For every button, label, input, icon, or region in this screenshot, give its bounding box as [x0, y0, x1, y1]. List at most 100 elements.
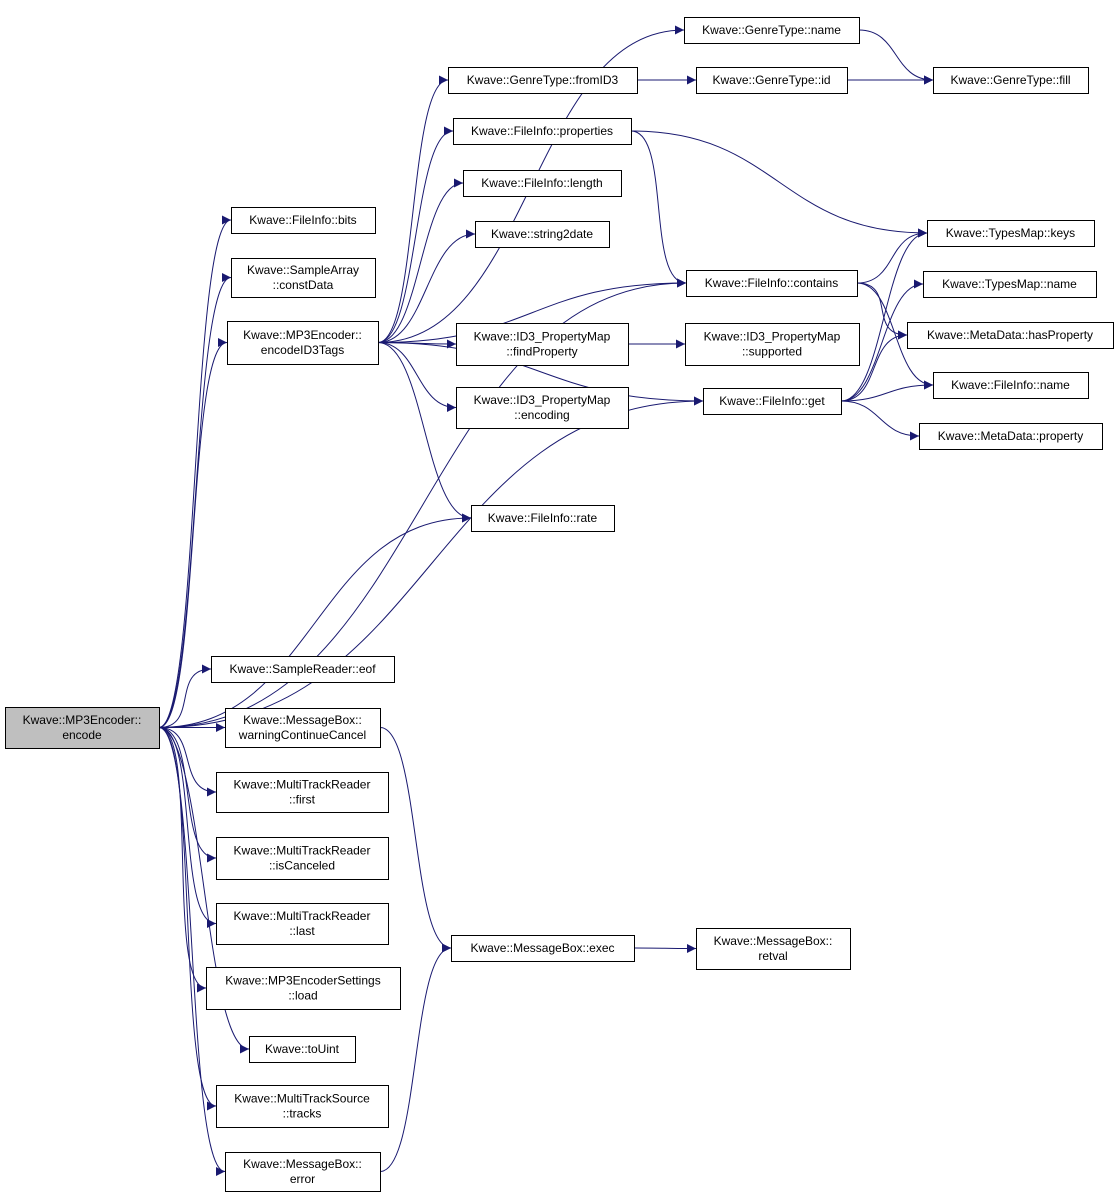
edge-properties-to-contains: [630, 130, 687, 288]
node-box: [923, 271, 1097, 298]
edge-encodeID3Tags-to-fromID3: [377, 75, 449, 343]
node-genreName[interactable]: Kwave::GenreType::name: [684, 17, 860, 44]
node-genreId[interactable]: Kwave::GenreType::id: [696, 67, 848, 94]
node-box: [206, 967, 401, 1010]
node-label: ::isCanceled: [269, 859, 335, 873]
node-typesName[interactable]: Kwave::TypesMap::name: [923, 271, 1097, 298]
node-label: Kwave::FileInfo::name: [951, 378, 1070, 392]
node-label: Kwave::TypesMap::keys: [946, 226, 1075, 240]
edge-get-to-hasProperty: [840, 330, 908, 402]
node-fromID3[interactable]: Kwave::GenreType::fromID3: [448, 67, 638, 94]
node-label: Kwave::MP3Encoder::: [243, 328, 362, 342]
node-box: [684, 17, 860, 44]
node-get[interactable]: Kwave::FileInfo::get: [703, 388, 842, 415]
node-label: Kwave::GenreType::fill: [950, 73, 1070, 87]
node-fileInfoName[interactable]: Kwave::FileInfo::name: [933, 372, 1089, 399]
node-box: [216, 1085, 389, 1128]
node-box: [686, 270, 858, 297]
node-label: Kwave::FileInfo::contains: [705, 276, 838, 290]
node-label: Kwave::GenreType::fromID3: [467, 73, 619, 87]
edge-warningContinueCancel-to-exec: [379, 727, 452, 953]
node-label: Kwave::FileInfo::rate: [488, 511, 598, 525]
node-label: Kwave::MultiTrackReader: [234, 778, 371, 792]
node-last[interactable]: Kwave::MultiTrackReader::last: [216, 903, 389, 945]
node-encodeID3Tags[interactable]: Kwave::MP3Encoder::encodeID3Tags: [227, 321, 379, 365]
node-hasProperty[interactable]: Kwave::MetaData::hasProperty: [907, 322, 1114, 349]
node-rate[interactable]: Kwave::FileInfo::rate: [471, 505, 615, 532]
node-box: [475, 221, 610, 248]
edge-genreName-to-fill: [858, 29, 934, 85]
edge-get-to-mdProperty: [840, 400, 920, 441]
node-label: ::first: [289, 793, 316, 807]
node-fill[interactable]: Kwave::GenreType::fill: [933, 67, 1089, 94]
node-label: Kwave::MessageBox::exec: [470, 941, 614, 955]
node-box: [933, 372, 1089, 399]
node-label: Kwave::FileInfo::properties: [471, 124, 613, 138]
node-findProperty[interactable]: Kwave::ID3_PropertyMap::findProperty: [456, 323, 629, 366]
node-box: [216, 837, 389, 880]
node-label: Kwave::ID3_PropertyMap: [704, 330, 841, 344]
node-label: error: [290, 1172, 315, 1186]
node-mdProperty[interactable]: Kwave::MetaData::property: [919, 423, 1103, 450]
node-label: Kwave::MessageBox::: [714, 934, 833, 948]
node-properties[interactable]: Kwave::FileInfo::properties: [453, 118, 632, 145]
node-contains[interactable]: Kwave::FileInfo::contains: [686, 270, 858, 297]
node-first[interactable]: Kwave::MultiTrackReader::first: [216, 772, 389, 813]
node-warningContinueCancel[interactable]: Kwave::MessageBox::warningContinueCancel: [225, 708, 381, 748]
node-label: retval: [758, 949, 787, 963]
edge-exec-to-retval: [633, 943, 697, 953]
node-label: Kwave::MP3Encoder::: [23, 713, 142, 727]
edge-encode-to-bits: [158, 215, 232, 728]
edge-encode-to-toUint: [158, 727, 250, 1054]
node-retval[interactable]: Kwave::MessageBox::retval: [696, 928, 851, 970]
node-eof[interactable]: Kwave::SampleReader::eof: [211, 656, 395, 683]
node-label: Kwave::SampleReader::eof: [229, 662, 376, 676]
node-label: ::constData: [273, 278, 334, 292]
edge-properties-to-keys: [630, 130, 928, 238]
edge-get-to-typesName: [840, 279, 924, 402]
node-label: warningContinueCancel: [238, 728, 366, 742]
node-box: [448, 67, 638, 94]
node-encoding[interactable]: Kwave::ID3_PropertyMap::encoding: [456, 387, 629, 429]
node-isCanceled[interactable]: Kwave::MultiTrackReader::isCanceled: [216, 837, 389, 880]
node-toUint[interactable]: Kwave::toUint: [249, 1036, 356, 1063]
node-label: Kwave::ID3_PropertyMap: [474, 330, 611, 344]
node-label: Kwave::FileInfo::get: [719, 394, 825, 408]
node-label: encodeID3Tags: [261, 343, 344, 357]
node-supported[interactable]: Kwave::ID3_PropertyMap::supported: [685, 323, 860, 366]
edge-encodeID3Tags-to-properties: [377, 126, 454, 343]
node-label: Kwave::SampleArray: [247, 263, 359, 277]
node-box: [696, 67, 848, 94]
edge-encode-to-contains: [158, 278, 687, 728]
node-label: Kwave::MetaData::property: [938, 429, 1083, 443]
edge-encode-to-eof: [158, 664, 212, 728]
node-label: encode: [62, 728, 102, 742]
node-keys[interactable]: Kwave::TypesMap::keys: [927, 220, 1095, 247]
node-error[interactable]: Kwave::MessageBox::error: [225, 1152, 381, 1192]
edge-encodeID3Tags-to-encoding: [377, 342, 457, 412]
node-box: [933, 67, 1089, 94]
node-box: [703, 388, 842, 415]
node-box: [685, 323, 860, 366]
node-label: Kwave::FileInfo::bits: [249, 213, 356, 227]
edge-encode-to-rate: [158, 513, 472, 728]
node-box: [696, 928, 851, 970]
node-label: Kwave::MP3EncoderSettings: [225, 974, 380, 988]
node-label: Kwave::MultiTrackSource: [234, 1092, 370, 1106]
edge-encode-to-last: [158, 727, 217, 928]
node-box: [453, 118, 632, 145]
node-box: [231, 258, 376, 298]
node-length[interactable]: Kwave::FileInfo::length: [463, 170, 622, 197]
node-bits[interactable]: Kwave::FileInfo::bits: [231, 207, 376, 234]
edge-encodeID3Tags-to-contains: [377, 278, 687, 343]
node-load[interactable]: Kwave::MP3EncoderSettings::load: [206, 967, 401, 1010]
node-constData[interactable]: Kwave::SampleArray::constData: [231, 258, 376, 298]
node-label: ::supported: [742, 345, 802, 359]
node-exec[interactable]: Kwave::MessageBox::exec: [451, 935, 635, 962]
node-layer: Kwave::MP3Encoder::encodeKwave::MP3Encod…: [5, 17, 1114, 1192]
edge-error-to-exec: [379, 943, 452, 1172]
node-tracks[interactable]: Kwave::MultiTrackSource::tracks: [216, 1085, 389, 1128]
node-string2date[interactable]: Kwave::string2date: [475, 221, 610, 248]
node-encode[interactable]: Kwave::MP3Encoder::encode: [5, 707, 160, 749]
edge-contains-to-keys: [856, 228, 928, 284]
